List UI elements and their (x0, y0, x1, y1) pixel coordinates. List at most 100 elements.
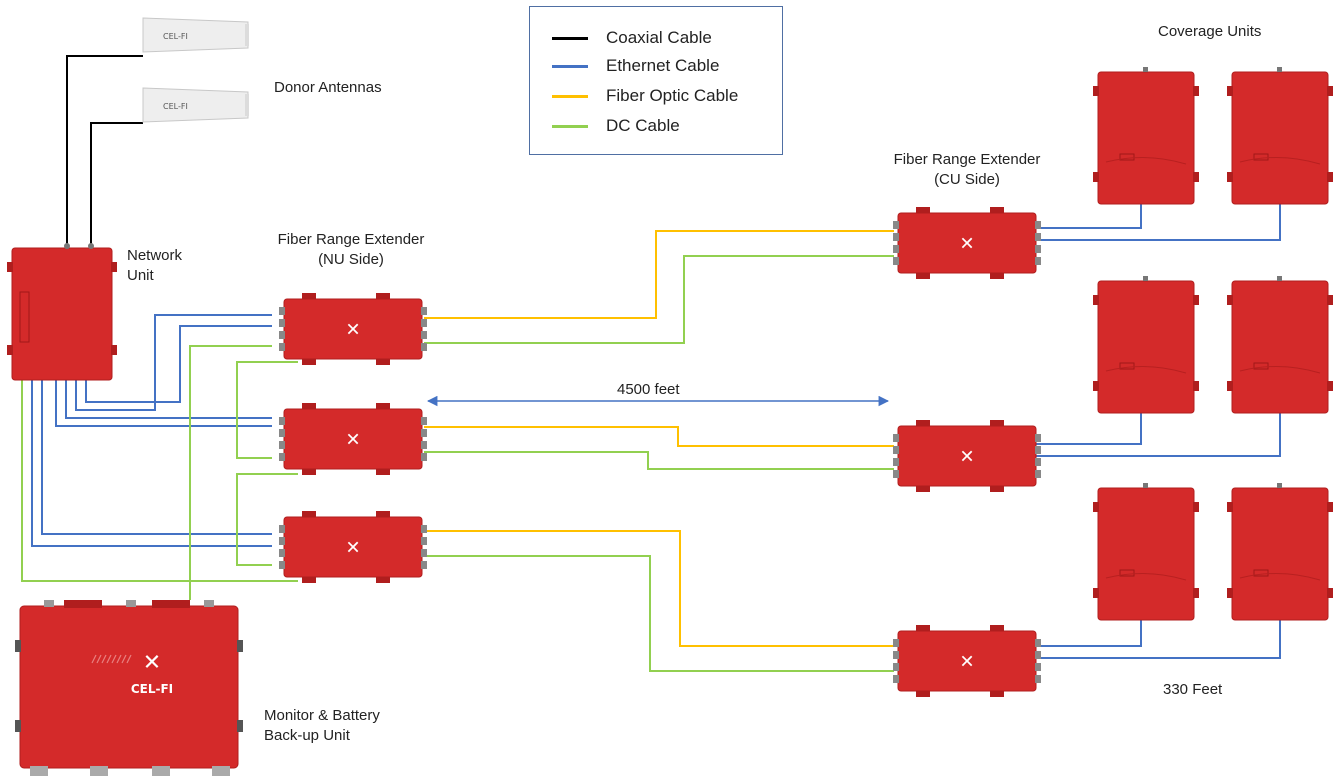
distance-fiber-label: 4500 feet (617, 381, 680, 398)
fre-port-left (893, 446, 899, 454)
coverage-unit-body (1097, 487, 1195, 621)
fre-port-left (279, 453, 285, 461)
fre-flange (302, 293, 316, 299)
fre-port-left (893, 221, 899, 229)
fre-port-right (1035, 233, 1041, 241)
fre-flange (376, 359, 390, 365)
dc-cable-fre2-fre3 (236, 473, 298, 566)
fre-port-left (279, 441, 285, 449)
fre-port-left (279, 343, 285, 351)
coverage-unit-curve (1239, 157, 1321, 165)
fre-flange (302, 403, 316, 409)
coverage-unit-tab (1227, 588, 1233, 598)
coverage-unit-antenna-port (1277, 483, 1282, 488)
antenna-brand-text: CEL-FI (163, 32, 188, 41)
monitor-unit-side-latch (237, 720, 243, 732)
fre-flange (376, 403, 390, 409)
legend: Coaxial Cable Ethernet Cable Fiber Optic… (529, 6, 783, 155)
coverage-unit-curve (1239, 573, 1321, 581)
coverage-unit-tab (1193, 588, 1199, 598)
fre-port-right (421, 441, 427, 449)
ethernet-cable-nu-fre2-b (55, 380, 272, 427)
coverage-units-label: Coverage Units (1158, 23, 1262, 40)
fre-flange (916, 691, 930, 697)
ethernet-cable-cu-3a (1036, 620, 1142, 647)
network-unit-body (11, 247, 113, 381)
fre-flange (376, 293, 390, 299)
coax-cable-1 (66, 55, 143, 248)
fre-nu-side-label-line1: Fiber Range Extender (277, 231, 425, 248)
cel-fi-logo-icon: ✕ (143, 651, 161, 676)
coverage-unit-tab (1093, 172, 1099, 182)
fre-cu-side-label: Fiber Range Extender (CU Side) (862, 150, 1072, 190)
fre-flange (916, 207, 930, 213)
ethernet-cable-nu-fre1-b (75, 314, 272, 411)
fre-port-right (421, 417, 427, 425)
coverage-unit-tab (1327, 86, 1333, 96)
coverage-unit-tab (1327, 172, 1333, 182)
monitor-unit-port (44, 600, 54, 607)
legend-swatch-ethernet (552, 64, 588, 68)
fre-flange (376, 469, 390, 475)
coverage-unit-indicator (1119, 153, 1135, 161)
monitor-unit-foot (30, 766, 48, 776)
fiber-range-extender-icon: ✕ (279, 511, 427, 583)
fre-flange (302, 511, 316, 517)
coverage-unit-antenna-port (1143, 483, 1148, 488)
legend-label-coaxial: Coaxial Cable (606, 28, 712, 47)
antenna-mount (245, 24, 249, 46)
legend-label-dc: DC Cable (606, 116, 680, 135)
fre-port-right (1035, 434, 1041, 442)
fre-port-left (893, 257, 899, 265)
ethernet-cable-nu-fre1-a (85, 325, 272, 403)
fre-flange (990, 486, 1004, 492)
fre-flange (376, 511, 390, 517)
monitor-unit-vent (121, 654, 127, 664)
fre-port-left (279, 549, 285, 557)
fre-nu-side-label: Fiber Range Extender (NU Side) (246, 230, 456, 270)
network-unit-icon (7, 243, 117, 381)
fre-cu-side-label-line1: Fiber Range Extender (893, 151, 1041, 168)
fre-port-right (421, 525, 427, 533)
coverage-unit-tab (1327, 295, 1333, 305)
dc-cable-monitor-fre1 (189, 345, 272, 600)
fre-port-right (421, 343, 427, 351)
network-unit-tab (7, 345, 13, 355)
fre-port-right (1035, 257, 1041, 265)
fre-flange (302, 469, 316, 475)
coverage-unit-tab (1227, 502, 1233, 512)
fre-body (283, 516, 423, 578)
monitor-unit-connector (64, 600, 102, 608)
fre-body (897, 630, 1037, 692)
coverage-unit-antenna-port (1143, 67, 1148, 72)
coax-cable-2 (90, 122, 143, 248)
monitor-unit-vent (96, 654, 102, 664)
cel-fi-logo-icon: ✕ (345, 537, 360, 558)
network-unit-tab (111, 262, 117, 272)
coverage-unit-tab (1193, 381, 1199, 391)
fre-port-left (279, 319, 285, 327)
fre-port-right (421, 429, 427, 437)
coverage-unit-tab (1327, 502, 1333, 512)
coverage-unit-indicator (1253, 153, 1269, 161)
fre-port-right (421, 319, 427, 327)
fre-port-right (421, 561, 427, 569)
coverage-unit-antenna-port (1277, 67, 1282, 72)
fre-port-right (1035, 446, 1041, 454)
dc-cable-long-1 (424, 255, 894, 344)
cel-fi-logo-icon: ✕ (345, 429, 360, 450)
antenna-body (142, 87, 249, 123)
fre-flange (302, 577, 316, 583)
fre-port-right (1035, 245, 1041, 253)
coverage-unit-tab (1093, 502, 1099, 512)
legend-swatch-dc (552, 124, 588, 128)
coverage-unit-indicator (1253, 569, 1269, 577)
fre-body (897, 425, 1037, 487)
coverage-unit-tab (1327, 381, 1333, 391)
monitor-unit-port (126, 600, 136, 607)
coverage-unit-body (1097, 280, 1195, 414)
fre-body (897, 212, 1037, 274)
fre-cu-side-label-line2: (CU Side) (934, 171, 1000, 188)
